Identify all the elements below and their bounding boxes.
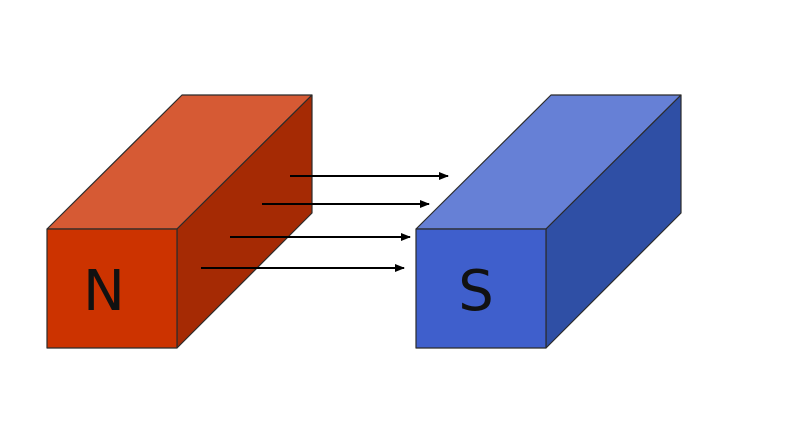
- field-lines: [201, 172, 449, 272]
- south-pole-label: S: [458, 259, 494, 324]
- south-magnet-front-face: [415, 228, 547, 349]
- north-magnet: [46, 94, 313, 349]
- north-pole-label: N: [83, 259, 125, 324]
- north-magnet-front-face: [46, 228, 178, 349]
- south-magnet: [415, 94, 682, 349]
